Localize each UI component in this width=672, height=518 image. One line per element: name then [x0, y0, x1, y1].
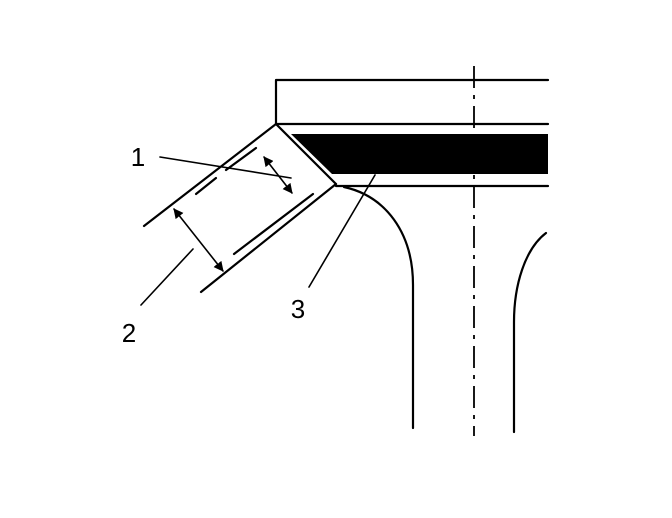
- seat-width-zone: [194, 146, 315, 256]
- callout-label-2: 2: [122, 318, 136, 348]
- valve-port-curves: [342, 185, 548, 434]
- callout-label-3: 3: [291, 294, 305, 324]
- seat-contact-band: [291, 134, 548, 174]
- valve-face: [142, 122, 338, 294]
- dimension-arrow-1: [263, 156, 293, 194]
- valve-head-outline: [274, 78, 550, 126]
- dimension-arrow-2: [173, 208, 224, 272]
- callout-label-1: 1: [131, 142, 145, 172]
- leader-lines: [140, 156, 376, 306]
